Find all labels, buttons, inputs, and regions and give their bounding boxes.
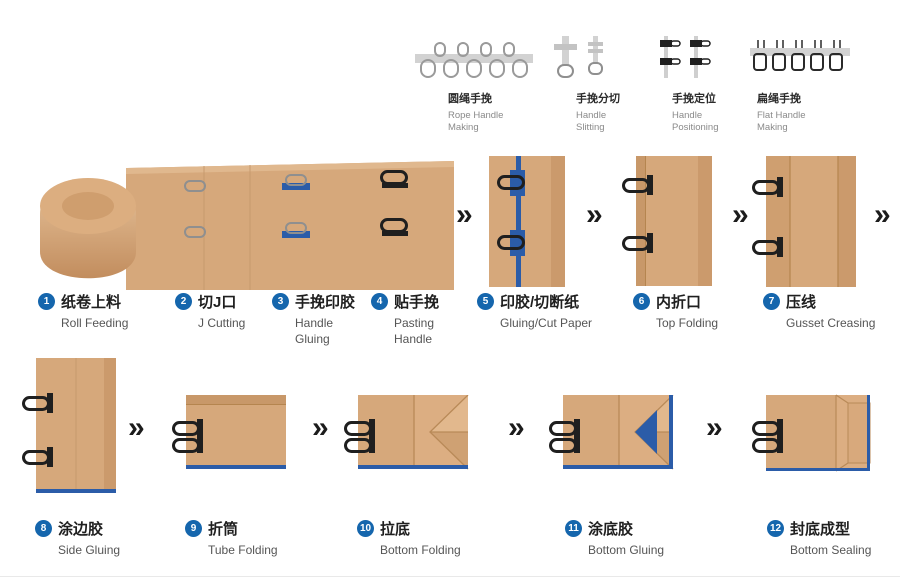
step-badge: 4 (371, 293, 388, 310)
bag-side-gluing-illustration (22, 358, 116, 493)
step-label-bottom-folding: 10 拉底 Bottom Folding (357, 518, 461, 557)
step-label-tube-folding: 9 折筒 Tube Folding (185, 518, 278, 557)
prep-zh-label: 手挽分切 (576, 93, 620, 105)
step-label-handle-gluing: 3 手挽印胶 Handle Gluing (272, 291, 355, 347)
chevron-right-icon: » (874, 198, 891, 231)
bag-bottom-folding-illustration (344, 395, 469, 470)
bag-tube-folding-illustration (172, 395, 286, 469)
chevron-right-icon: » (586, 198, 603, 231)
step-badge: 6 (633, 293, 650, 310)
page-bottom-divider (0, 576, 900, 577)
step-zh: 切J口 (198, 294, 237, 311)
step-zh: 纸卷上料 (61, 294, 122, 311)
step-en: Bottom Sealing (790, 543, 872, 557)
step-label-bottom-sealing: 12 封底成型 Bottom Sealing (767, 518, 871, 557)
step-badge: 10 (357, 520, 374, 537)
prep-zh-label: 手挽定位 (672, 93, 716, 105)
step-en: Side Gluing (58, 543, 121, 557)
rope-handle-making-icon (415, 42, 533, 78)
chevron-right-icon: » (456, 198, 473, 231)
step-zh: 压线 (786, 294, 817, 311)
step-badge: 8 (35, 520, 52, 537)
step-label-j-cutting: 2 切J口 J Cutting (175, 291, 245, 330)
step-en: Gusset Creasing (786, 316, 876, 330)
bag-bottom-gluing-illustration (549, 395, 674, 470)
bag-gusset-creasing-illustration (752, 156, 856, 287)
flat-handle-making-icon (750, 40, 850, 71)
step-en: Bottom Gluing (588, 543, 665, 557)
chevron-right-icon: » (508, 411, 525, 444)
handle-slitting-icon (554, 36, 603, 78)
step-en: Handle Gluing (295, 316, 334, 346)
step-badge: 1 (38, 293, 55, 310)
bag-gluing-cut-illustration (489, 156, 565, 287)
step-badge: 3 (272, 293, 289, 310)
bag-top-folding-illustration (622, 156, 712, 286)
step-zh: 涂边胶 (58, 521, 104, 538)
step-zh: 贴手挽 (394, 294, 440, 311)
step-en: Pasting Handle (394, 316, 435, 346)
step-en: Top Folding (656, 316, 719, 330)
prep-zh-label: 扁绳手挽 (757, 93, 801, 105)
chevron-right-icon: » (128, 411, 145, 444)
step-badge: 11 (565, 520, 582, 537)
step-label-pasting-handle: 4 贴手挽 Pasting Handle (371, 291, 452, 347)
step-label-side-gluing: 8 涂边胶 Side Gluing (35, 518, 120, 557)
step-label-bottom-gluing: 11 涂底胶 Bottom Gluing (565, 518, 664, 557)
step-label-top-folding: 6 内折口 Top Folding (633, 291, 718, 330)
step-badge: 12 (767, 520, 784, 537)
step-zh: 封底成型 (790, 521, 851, 538)
step-label-roll-feeding: 1 纸卷上料 Roll Feeding (38, 291, 128, 330)
step-badge: 5 (477, 293, 494, 310)
chevron-right-icon: » (732, 198, 749, 231)
step-zh: 内折口 (656, 294, 702, 311)
step-badge: 2 (175, 293, 192, 310)
step-badge: 9 (185, 520, 202, 537)
handle-positioning-icon (660, 36, 711, 78)
step-badge: 7 (763, 293, 780, 310)
step-en: Gluing/Cut Paper (500, 316, 593, 330)
step-zh: 印胶/切断纸 (500, 294, 580, 311)
step-en: J Cutting (198, 316, 246, 330)
step-zh: 涂底胶 (588, 521, 634, 538)
step-label-gusset-creasing: 7 压线 Gusset Creasing (763, 291, 875, 330)
roll-feeding-illustration (40, 161, 454, 290)
step-label-gluing-cut-paper: 5 印胶/切断纸 Gluing/Cut Paper (477, 291, 592, 330)
step-zh: 折筒 (208, 521, 239, 538)
step-en: Bottom Folding (380, 543, 461, 557)
bag-bottom-sealing-illustration (752, 394, 871, 472)
step-en: Tube Folding (208, 543, 278, 557)
prep-zh-label: 圆绳手挽 (448, 93, 492, 105)
chevron-right-icon: » (312, 411, 329, 444)
step-zh: 拉底 (380, 521, 411, 538)
step-en: Roll Feeding (61, 316, 129, 330)
step-zh: 手挽印胶 (295, 294, 356, 311)
chevron-right-icon: » (706, 411, 723, 444)
